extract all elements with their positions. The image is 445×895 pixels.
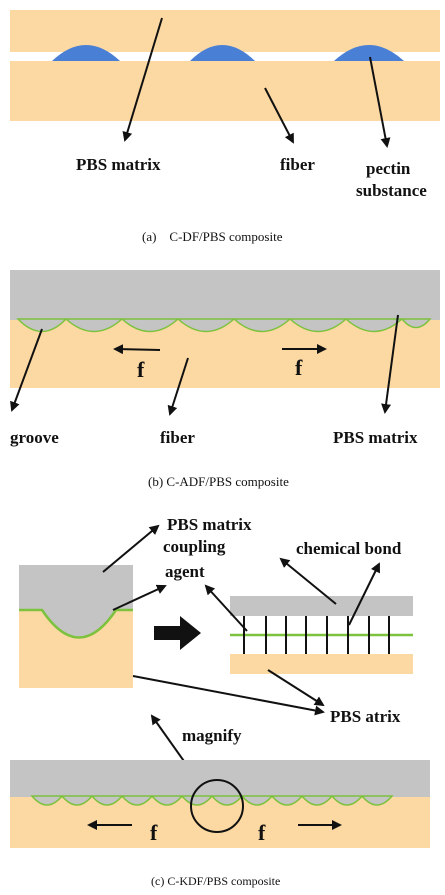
arrow-bond-left <box>279 557 337 605</box>
label-force-left: f <box>137 357 145 382</box>
arrow-fiber <box>264 87 294 144</box>
arrow-groove <box>10 328 43 412</box>
label-pbs-atrix: PBS atrix <box>330 707 401 726</box>
pectin-blob-2 <box>190 45 255 61</box>
magnified-coupling-line <box>19 608 133 639</box>
label-chemical-bond: chemical bond <box>296 539 402 558</box>
label-pbs-matrix: PBS matrix <box>76 155 161 174</box>
fiber-bottom-layer <box>10 61 440 121</box>
magnify-circle <box>190 779 244 833</box>
label-force-right: f <box>295 355 303 380</box>
arrow-to-pbs-atrix-left <box>132 675 325 716</box>
label-fiber: fiber <box>160 428 195 447</box>
label-magnify: magnify <box>182 726 242 745</box>
label-pbs-matrix: PBS matrix <box>167 515 252 534</box>
transform-arrow <box>154 616 201 650</box>
label-substance: substance <box>356 181 427 200</box>
pectin-blob-1 <box>52 45 120 61</box>
arrow-pectin <box>369 56 391 148</box>
label-force-right: f <box>258 820 266 845</box>
caption-a: (a) C-DF/PBS composite <box>142 229 283 244</box>
pbs-matrix-layer <box>10 270 440 320</box>
arrow-to-pbs-matrix <box>102 524 160 573</box>
arrow-fiber <box>167 357 189 416</box>
pectin-blob-3 <box>334 45 404 61</box>
strip-matrix-layer <box>10 760 430 797</box>
matrix-protrusions <box>16 317 432 333</box>
panel-b: f f groove fiber PBS matrix (b) C-ADF/PB… <box>10 270 440 489</box>
bond-fiber-layer <box>230 654 413 674</box>
label-pbs-matrix: PBS matrix <box>333 428 418 447</box>
label-force-left: f <box>150 820 158 845</box>
chemical-bonds <box>243 616 390 654</box>
arrow-pbs-matrix <box>381 314 399 414</box>
panel-c: PBS matrix coupling agent chemical bond … <box>10 515 430 888</box>
panel-a: PBS matrix fiber pectin substance (a) C-… <box>10 10 440 244</box>
arrow-to-pbs-atrix-right <box>267 669 325 707</box>
caption-b: (b) C-ADF/PBS composite <box>148 474 289 489</box>
arrow-to-coupling-right <box>204 584 248 632</box>
arrow-pbs-matrix <box>122 17 163 142</box>
strip-protrusions <box>30 794 394 806</box>
arrow-bond-right <box>348 562 380 626</box>
label-coupling: coupling <box>163 537 226 556</box>
label-pectin: pectin <box>366 159 411 178</box>
bond-matrix-layer <box>230 596 413 616</box>
magnified-matrix-block <box>19 565 133 610</box>
label-fiber: fiber <box>280 155 315 174</box>
caption-c: (c) C-KDF/PBS composite <box>151 874 280 888</box>
label-groove: groove <box>10 428 59 447</box>
label-agent: agent <box>165 562 205 581</box>
arrow-force-left <box>113 344 161 355</box>
fiber-top-layer <box>10 10 440 52</box>
arrow-to-coupling-left <box>112 584 167 611</box>
